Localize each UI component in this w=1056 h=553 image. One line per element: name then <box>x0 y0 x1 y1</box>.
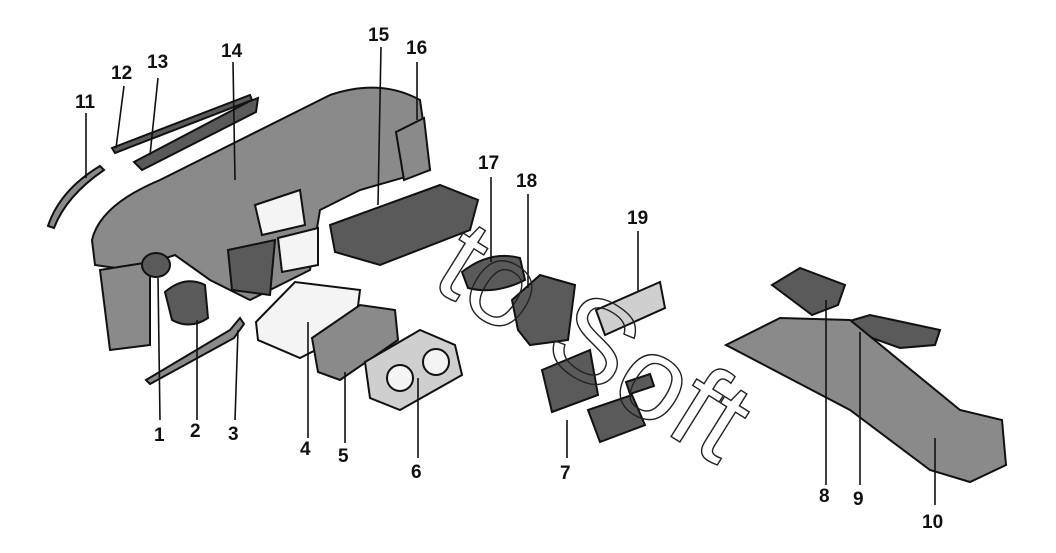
part-17-center-vent <box>460 254 527 292</box>
part-16-side-vent <box>394 116 432 182</box>
part-15-glove-box <box>328 183 480 267</box>
callout-6: 6 <box>411 462 422 483</box>
callout-5: 5 <box>338 446 349 467</box>
callout-18: 18 <box>516 171 537 192</box>
callout-1: 1 <box>154 425 165 446</box>
part-8-shifter-trim <box>770 266 847 317</box>
part-7-small-switch <box>624 372 656 396</box>
gauge-left <box>386 364 414 392</box>
part-7-radio-bezel <box>540 348 600 414</box>
callout-2: 2 <box>190 421 201 442</box>
part-10-center-console <box>723 316 1008 484</box>
callout-4: 4 <box>300 439 311 460</box>
callout-19: 19 <box>627 208 648 229</box>
gauge-right <box>422 348 450 376</box>
part-2-switch-panel <box>163 280 210 326</box>
callout-12: 12 <box>111 63 132 84</box>
dashboard-panel <box>90 86 432 352</box>
callout-14: 14 <box>221 41 243 62</box>
callout-10: 10 <box>922 512 943 533</box>
part-1-vent <box>141 252 171 278</box>
part-9-console-trim <box>832 313 942 350</box>
callout-16: 16 <box>406 38 427 59</box>
part-13-defroster-grille <box>132 96 260 172</box>
part-3-lower-trim <box>144 316 246 386</box>
part-7-storage-pocket <box>586 393 647 444</box>
callout-17: 17 <box>478 153 499 174</box>
callout-11: 11 <box>75 92 96 113</box>
leader-lines <box>85 46 936 505</box>
watermark-text: to Soft <box>415 195 774 488</box>
callout-9: 9 <box>853 489 864 510</box>
callout-13: 13 <box>147 52 168 73</box>
part-11-trim-strip <box>46 164 106 230</box>
callout-3: 3 <box>228 424 239 445</box>
part-5-cluster-bezel <box>310 303 400 382</box>
callout-7: 7 <box>560 463 571 484</box>
callout-numbers: 1 2 3 4 5 6 7 8 9 10 11 12 13 14 15 16 1… <box>75 25 943 533</box>
part-18-center-bezel <box>510 273 577 347</box>
callout-15: 15 <box>368 25 390 46</box>
callout-8: 8 <box>819 486 830 507</box>
